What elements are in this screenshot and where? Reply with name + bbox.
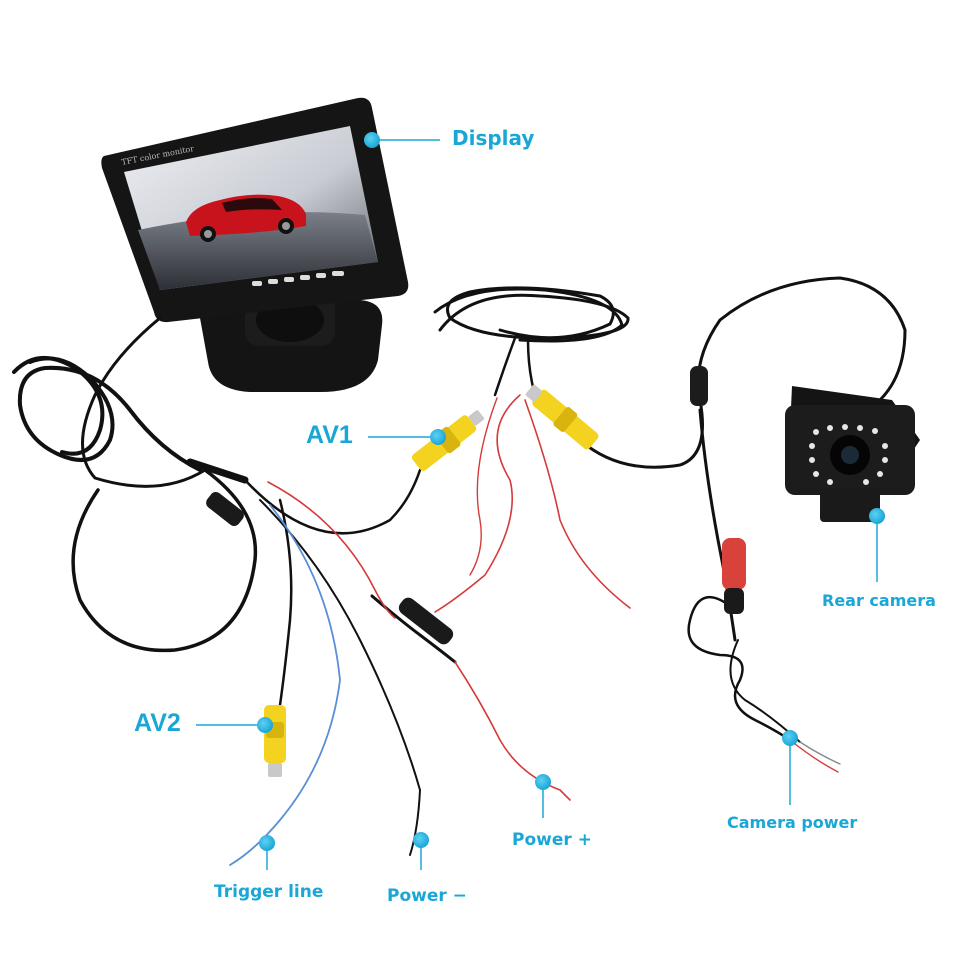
ir-led-icon [809,457,815,463]
colored-wires [230,395,840,865]
monitor-button [284,277,294,282]
ir-led-icon [857,425,863,431]
callout-dot-icon [259,835,275,851]
camera-cable-connector [690,366,708,406]
camera-power-cable [689,597,790,740]
harness-connector [204,490,247,529]
camera-power-gray-wire [800,742,840,764]
callout-dot-icon [364,132,380,148]
av1-rca-connector-right [522,380,602,452]
ir-led-icon [809,443,815,449]
ir-led-icon [842,424,848,430]
ir-led-icon [863,479,869,485]
camera-lens-glass [841,446,859,464]
ir-led-icon [882,443,888,449]
camera-red-connector [722,538,746,590]
monitor-button [300,275,310,280]
ir-led-icon [813,429,819,435]
label-power-positive: Power + [512,832,592,849]
trigger-line-wire [230,505,340,865]
monitor-button [332,271,344,276]
av1-rca-connector-left [409,405,488,474]
av1-cable [245,470,420,533]
monitor-button [316,273,326,278]
label-av2: AV2 [134,711,181,736]
extension-lead [495,338,515,395]
red-power-wire [455,662,570,800]
label-av1: AV1 [306,423,353,448]
monitor-button [252,281,262,286]
ir-led-icon [827,425,833,431]
label-trigger-line: Trigger line [214,884,323,901]
camera-power-red-wire [790,740,838,772]
label-power-negative: Power − [387,888,467,905]
rear-camera [785,386,920,522]
black-cables [14,278,905,855]
ir-led-icon [877,471,883,477]
monitor: TFT color monitor [101,98,408,392]
left-loop-cable [73,470,255,650]
av2-rca-connector [264,705,286,777]
callout-dot-icon [430,429,446,445]
ir-led-icon [827,479,833,485]
left-coil-cable [20,358,200,470]
monitor-button [268,279,278,284]
ir-led-icon [813,471,819,477]
label-camera-power: Camera power [727,815,857,831]
callout-dot-icon [782,730,798,746]
callout-dot-icon [535,774,551,790]
label-display: Display [452,128,534,148]
ir-led-icon [872,428,878,434]
callout-dot-icon [869,508,885,524]
callout-dot-icon [257,717,273,733]
callout-dot-icon [413,832,429,848]
ir-led-icon [882,457,888,463]
camera-red-connector-cap [724,588,744,614]
label-rear-camera: Rear camera [822,593,936,609]
